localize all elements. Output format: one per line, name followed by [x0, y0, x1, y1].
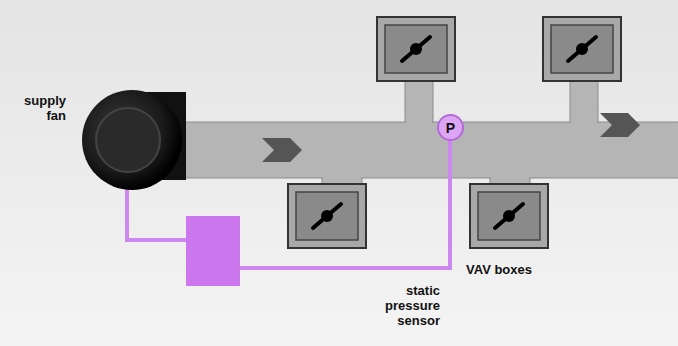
fan-label: supply fan: [4, 93, 66, 123]
sensor-letter: P: [446, 120, 455, 136]
pressure-sensor: P: [437, 114, 464, 141]
vav-label: VAV boxes: [466, 262, 586, 277]
sensor-label: static pressure sensor: [360, 283, 440, 328]
